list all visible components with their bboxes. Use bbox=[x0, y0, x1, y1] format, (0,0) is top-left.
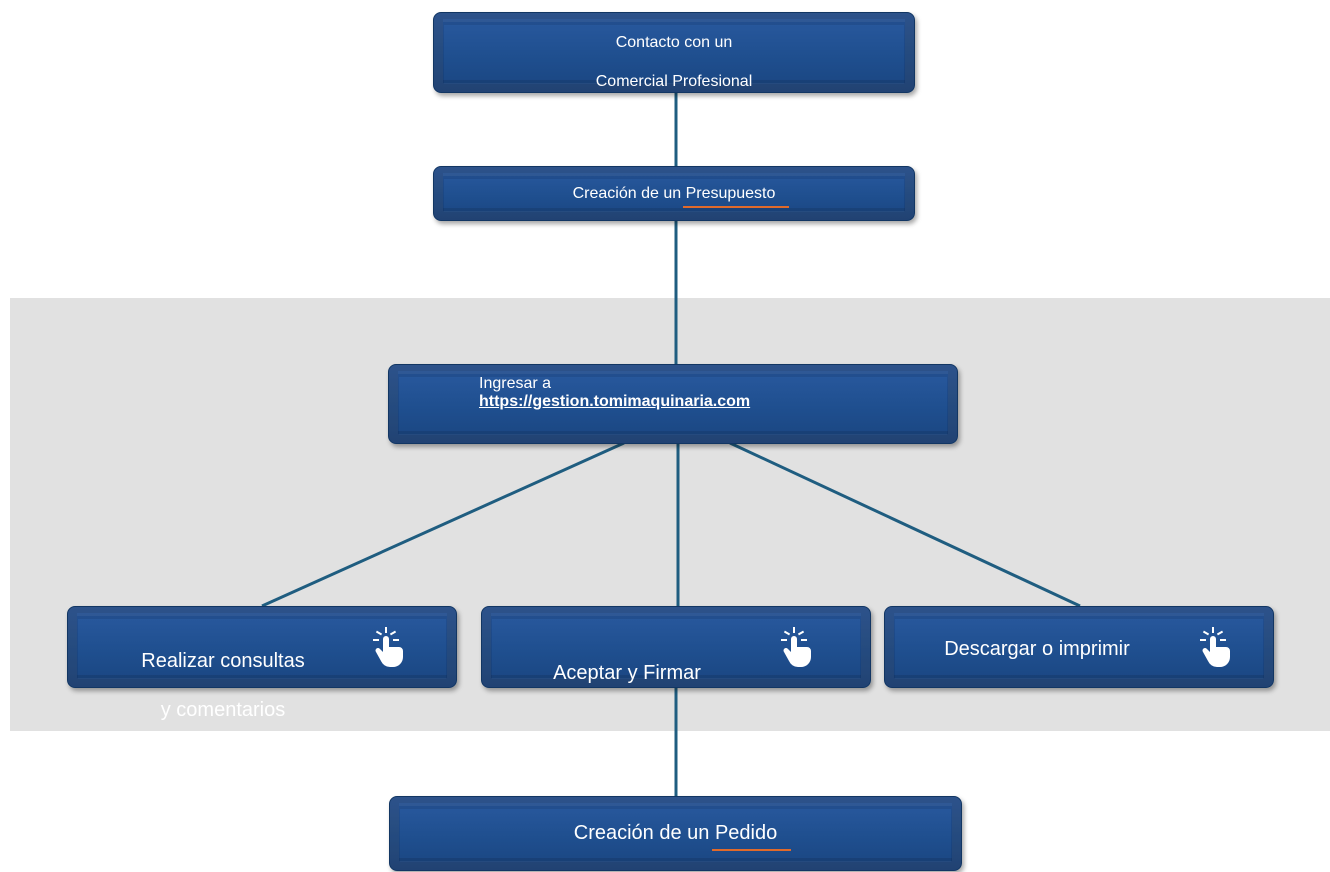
connector-ingresar-descargar bbox=[729, 441, 1081, 608]
node-descargar-label: Descargar o imprimir bbox=[944, 638, 1130, 660]
node-realizar-consultas[interactable]: Realizar consultas y comentarios bbox=[67, 606, 457, 721]
node-creacion-presupuesto: Creación de un Presupuesto bbox=[433, 166, 915, 221]
node-creacion-pedido: Creación de un Pedido bbox=[389, 796, 962, 871]
node-contacto-line1: Contacto con un bbox=[615, 33, 733, 51]
node-presupuesto-prefix: Creación de un bbox=[572, 184, 686, 202]
node-consultas-line2: y comentarios bbox=[160, 699, 286, 722]
portal-url-link[interactable]: https://gestion.tomimaquinaria.com bbox=[479, 392, 751, 410]
hand-pointer-icon bbox=[781, 627, 811, 667]
node-contacto-comercial: Contacto con un Comercial Profesional bbox=[433, 12, 915, 93]
node-presupuesto-keyword: Presupuesto bbox=[682, 184, 790, 208]
node-contacto-line2: Comercial Profesional bbox=[595, 73, 753, 91]
node-ingresar-portal: Ingresar a https://gestion.tomimaquinari… bbox=[388, 364, 958, 444]
hand-pointer-icon bbox=[373, 627, 403, 667]
connector-ingresar-consultas bbox=[261, 441, 625, 608]
node-aceptar-label: Aceptar y Firmar bbox=[553, 662, 701, 685]
node-pedido-prefix: Creación de un bbox=[573, 822, 715, 845]
hand-pointer-icon bbox=[1200, 627, 1230, 667]
node-pedido-keyword: Pedido bbox=[711, 822, 792, 852]
node-ingresar-label: Ingresar a bbox=[479, 375, 552, 392]
node-descargar-imprimir[interactable]: Descargar o imprimir bbox=[884, 606, 1274, 688]
node-aceptar-firmar[interactable]: Aceptar y Firmar bbox=[481, 606, 871, 688]
node-consultas-line1: Realizar consultas bbox=[141, 650, 305, 673]
